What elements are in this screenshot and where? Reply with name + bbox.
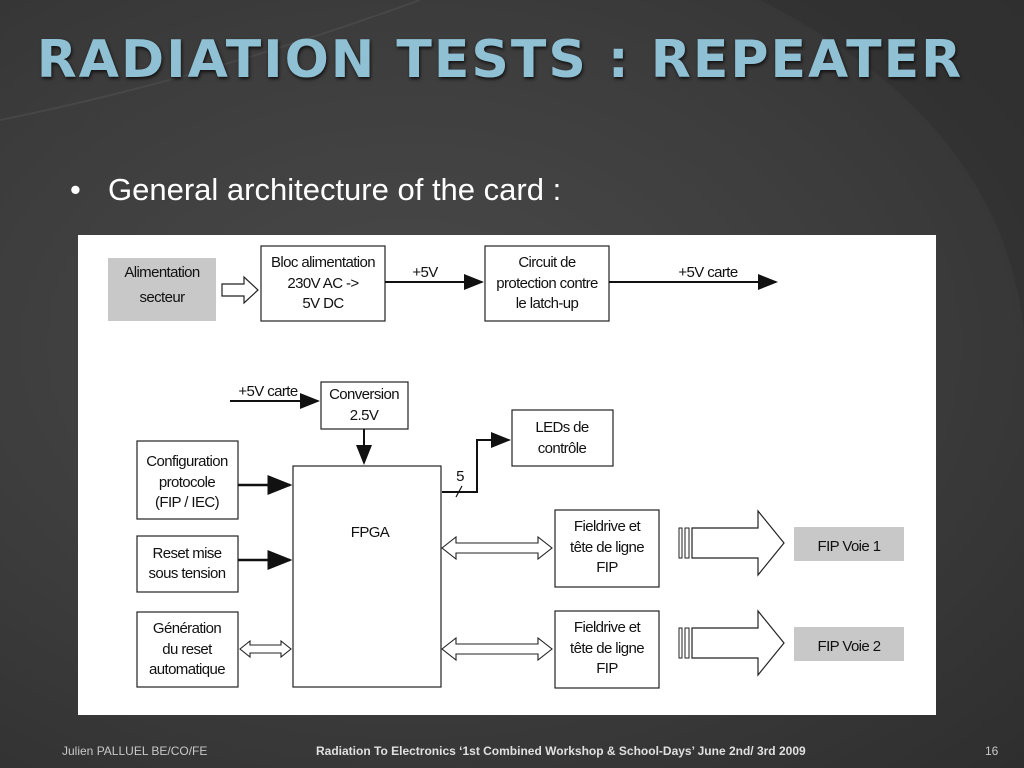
svg-text:du reset: du reset xyxy=(162,641,213,658)
svg-text:Conversion: Conversion xyxy=(329,386,399,403)
power-flow-arrow-icon xyxy=(221,275,259,305)
fieldrive-1-block: Fieldrive et tête de ligne FIP xyxy=(554,509,660,588)
generation-reset-block: Génération du reset automatique xyxy=(136,611,239,688)
conversion-block: Conversion 2.5V xyxy=(320,381,409,430)
svg-text:Génération: Génération xyxy=(153,620,221,637)
footer-page-number: 16 xyxy=(985,744,999,758)
svg-text:FIP: FIP xyxy=(596,559,618,576)
svg-text:Alimentation: Alimentation xyxy=(124,264,200,281)
svg-text:(FIP / IEC): (FIP / IEC) xyxy=(155,494,220,511)
svg-text:LEDs de: LEDs de xyxy=(535,419,589,436)
circuit-protection-block: Circuit de protection contre le latch-up xyxy=(484,245,610,322)
svg-text:230V AC ->: 230V AC -> xyxy=(287,275,359,292)
svg-text:le latch-up: le latch-up xyxy=(516,295,579,312)
fieldrive-2-block: Fieldrive et tête de ligne FIP xyxy=(554,610,660,689)
svg-text:automatique: automatique xyxy=(149,661,225,678)
bullet-text: General architecture of the card : xyxy=(108,172,562,207)
svg-text:contrôle: contrôle xyxy=(538,440,587,457)
svg-text:protection contre: protection contre xyxy=(496,275,598,292)
reset-bidirectional-arrow-icon xyxy=(239,639,292,659)
fpga-fieldrive1-bidirectional-arrow-icon xyxy=(441,535,553,561)
svg-text:FPGA: FPGA xyxy=(351,524,390,541)
plus5v-label: +5V xyxy=(412,264,438,281)
slide-title: RADIATION TESTS : REPEATER xyxy=(36,30,964,90)
alimentation-secteur-block: Alimentation secteur xyxy=(108,258,216,321)
fpga-fieldrive2-bidirectional-arrow-icon xyxy=(441,636,553,662)
svg-text:Configuration: Configuration xyxy=(146,453,228,470)
footer-author: Julien PALLUEL BE/CO/FE xyxy=(62,744,208,758)
fpga-block: FPGA xyxy=(292,465,442,688)
fip-voie-1-output-arrow-icon xyxy=(678,509,785,577)
svg-text:protocole: protocole xyxy=(159,474,216,491)
svg-text:FIP: FIP xyxy=(596,660,618,677)
svg-text:sous tension: sous tension xyxy=(148,565,225,582)
footer-event: Radiation To Electronics ‘1st Combined W… xyxy=(316,744,806,758)
reset-mise-sous-tension-block: Reset mise sous tension xyxy=(136,535,239,593)
svg-text:Circuit de: Circuit de xyxy=(518,254,576,271)
fip-voie-2-output-arrow-icon xyxy=(678,609,785,677)
leds-controle-block: LEDs de contrôle xyxy=(511,409,614,467)
bus-slash-mark xyxy=(455,485,463,498)
plus5v-carte-out-label: +5V carte xyxy=(678,264,737,281)
fip-voie-2-block: FIP Voie 2 xyxy=(794,627,904,661)
svg-text:Fieldrive et: Fieldrive et xyxy=(574,619,642,636)
fip-voie-1-block: FIP Voie 1 xyxy=(794,527,904,561)
svg-text:Reset mise: Reset mise xyxy=(152,545,221,562)
svg-text:5V DC: 5V DC xyxy=(302,295,344,312)
bullet-icon: • xyxy=(70,172,81,207)
svg-text:2.5V: 2.5V xyxy=(350,407,379,424)
fpga-to-leds-arrow xyxy=(442,432,511,493)
architecture-diagram: Alimentation secteur Bloc alimentation 2… xyxy=(78,235,936,715)
bus-width-label: 5 xyxy=(456,468,464,485)
svg-text:tête de ligne: tête de ligne xyxy=(570,640,644,657)
svg-text:FIP Voie 2: FIP Voie 2 xyxy=(818,638,881,655)
bloc-alimentation-block: Bloc alimentation 230V AC -> 5V DC xyxy=(260,245,386,322)
plus5v-carte-in-label: +5V carte xyxy=(238,383,297,400)
svg-text:tête de ligne: tête de ligne xyxy=(570,539,644,556)
bullet-item: • General architecture of the card : xyxy=(70,172,561,208)
configuration-protocole-block: Configuration protocole (FIP / IEC) xyxy=(136,440,239,520)
svg-text:FIP Voie 1: FIP Voie 1 xyxy=(818,538,881,555)
svg-text:Bloc alimentation: Bloc alimentation xyxy=(271,254,375,271)
svg-text:secteur: secteur xyxy=(140,289,186,306)
svg-text:Fieldrive et: Fieldrive et xyxy=(574,518,642,535)
